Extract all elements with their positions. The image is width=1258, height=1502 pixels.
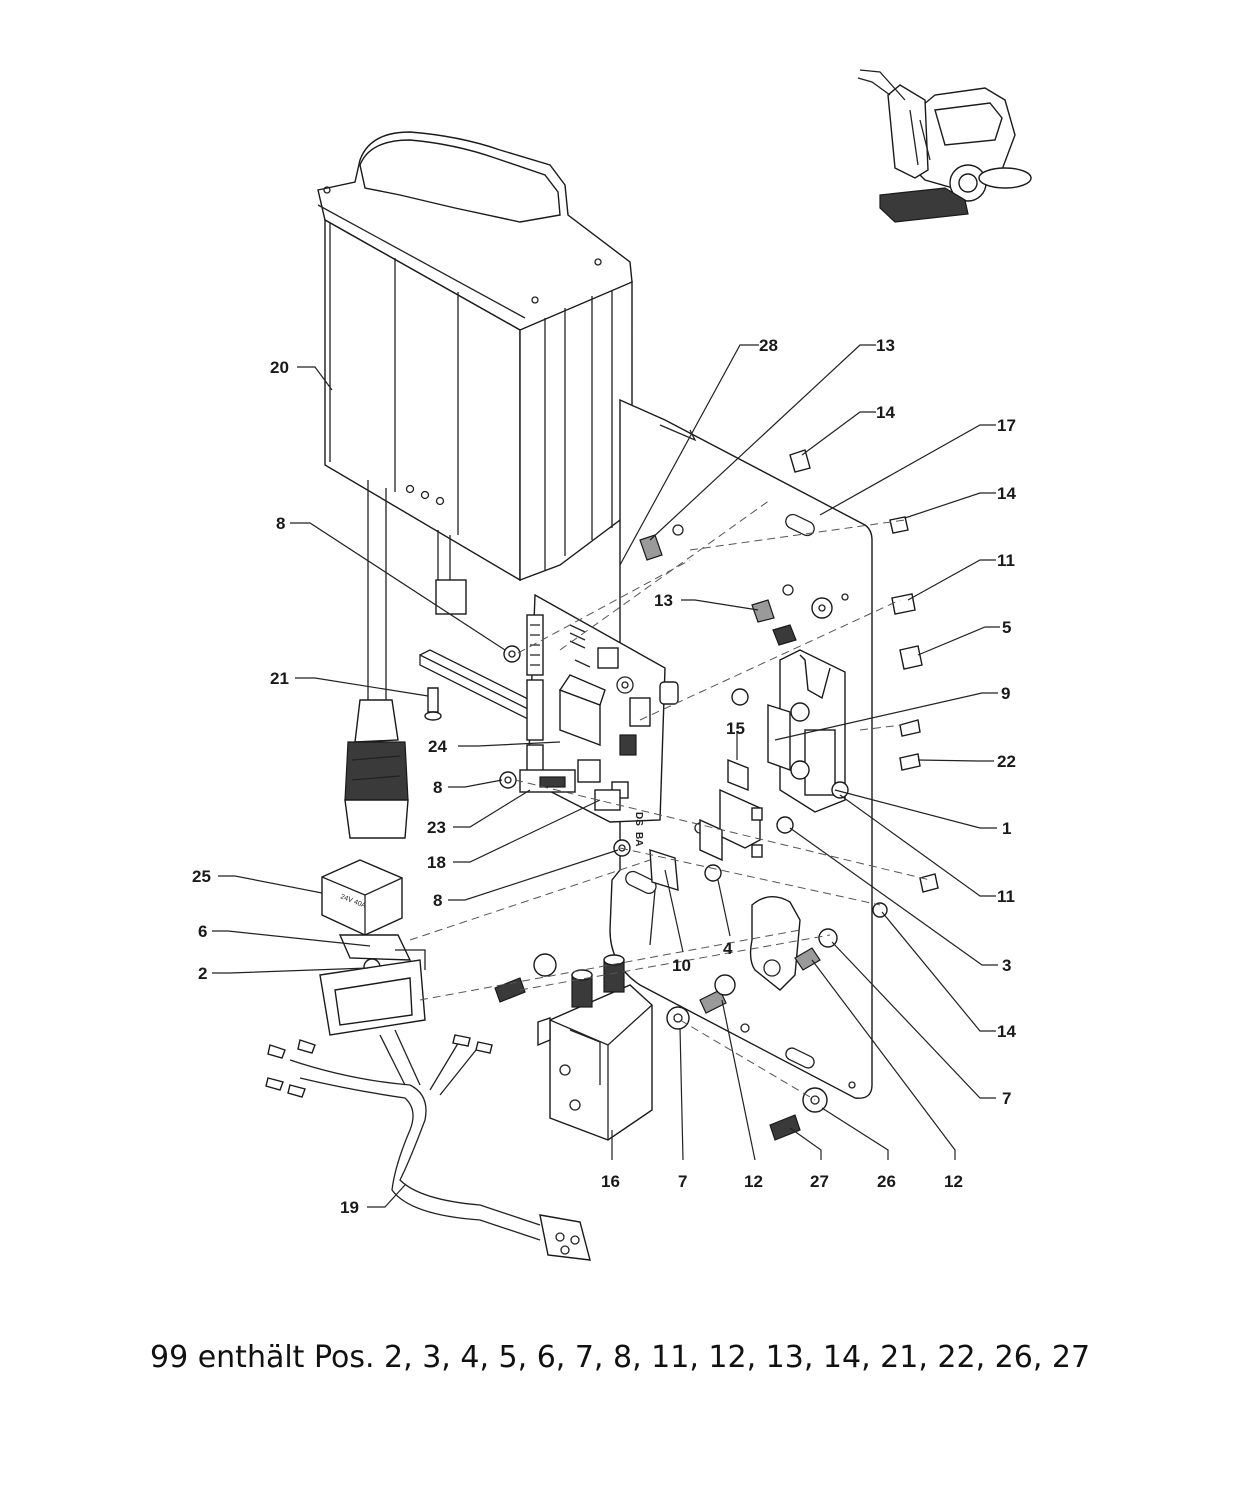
board-marking-ds: DS xyxy=(633,812,644,826)
callout-9: 9 xyxy=(1001,684,1010,703)
contactor xyxy=(537,954,653,1141)
callout-25: 25 xyxy=(192,867,211,886)
machine-thumbnail xyxy=(857,69,1032,223)
assembly-lines xyxy=(409,499,931,1101)
board-marking-ba: BA xyxy=(633,832,644,846)
mounting-plate xyxy=(609,398,873,1099)
callout-3: 3 xyxy=(1002,956,1011,975)
callout-14: 14 xyxy=(876,403,895,422)
callout-24: 24 xyxy=(428,737,447,756)
callout-8: 8 xyxy=(433,891,442,910)
callout-7: 7 xyxy=(678,1172,687,1191)
callout-7: 7 xyxy=(1002,1089,1011,1108)
connector-block xyxy=(649,849,679,946)
callout-10: 10 xyxy=(672,956,691,975)
callout-20: 20 xyxy=(270,358,289,377)
kit-contents-caption: 99 enthält Pos. 2, 3, 4, 5, 6, 7, 8, 11,… xyxy=(150,1340,1091,1375)
relay: 24V 40A xyxy=(319,859,426,1036)
callout-15: 15 xyxy=(726,719,745,738)
callout-2: 2 xyxy=(198,964,207,983)
callout-1: 1 xyxy=(1002,819,1011,838)
mains-cable-plug xyxy=(344,480,409,839)
callout-17: 17 xyxy=(997,416,1016,435)
terminal-bracket xyxy=(699,758,763,882)
callout-28: 28 xyxy=(759,336,778,355)
callout-13: 13 xyxy=(876,336,895,355)
callout-labels: 20 28 13 14 17 14 8 11 13 5 21 9 15 24 2… xyxy=(192,336,1016,1217)
callout-12: 12 xyxy=(944,1172,963,1191)
callout-11: 11 xyxy=(997,887,1015,906)
callout-19: 19 xyxy=(340,1198,359,1217)
charger-housing xyxy=(317,131,633,582)
callout-12: 12 xyxy=(744,1172,763,1191)
control-board: DS BA xyxy=(419,593,679,846)
callout-21: 21 xyxy=(270,669,289,688)
callout-13: 13 xyxy=(654,591,673,610)
callout-11: 11 xyxy=(997,551,1015,570)
callout-16: 16 xyxy=(601,1172,620,1191)
callout-14: 14 xyxy=(997,484,1016,503)
wiring-harness xyxy=(265,1029,591,1261)
callout-23: 23 xyxy=(427,818,446,837)
leader-lines xyxy=(212,344,1000,1208)
callout-26: 26 xyxy=(877,1172,896,1191)
callout-6: 6 xyxy=(198,922,207,941)
callout-8: 8 xyxy=(433,778,442,797)
callout-22: 22 xyxy=(997,752,1016,771)
callout-4: 4 xyxy=(723,939,733,958)
callout-14: 14 xyxy=(997,1022,1016,1041)
fasteners xyxy=(424,449,939,1141)
callout-27: 27 xyxy=(810,1172,829,1191)
callout-8: 8 xyxy=(276,514,285,533)
callout-5: 5 xyxy=(1002,618,1011,637)
fuse-holder xyxy=(767,649,849,813)
callout-18: 18 xyxy=(427,853,446,872)
